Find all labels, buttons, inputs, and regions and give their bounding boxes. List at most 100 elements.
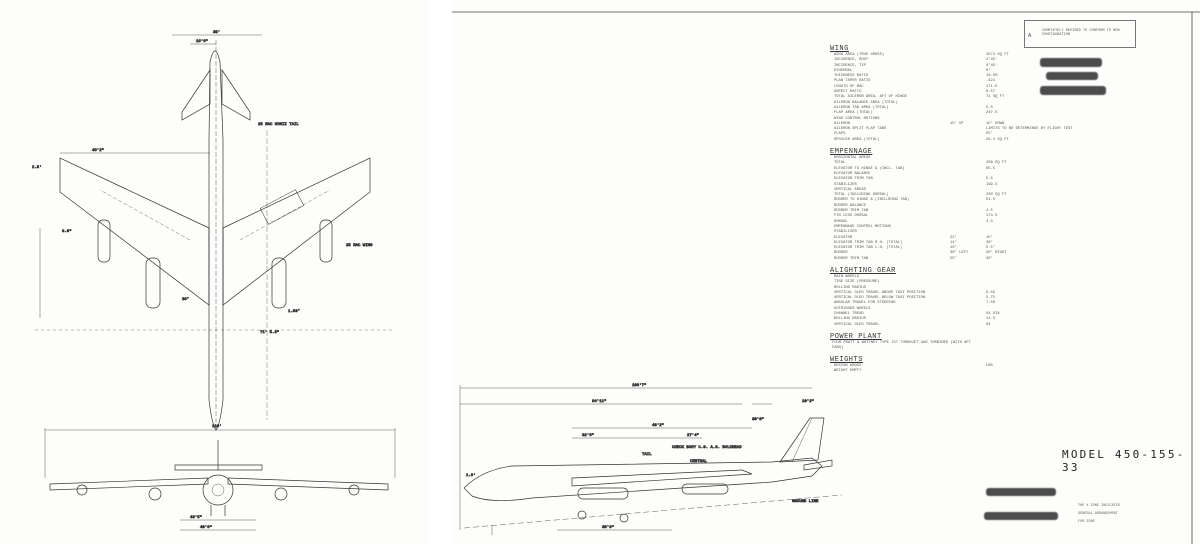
spec-mid: 14° (950, 240, 957, 245)
spec-value: 8.57 (986, 90, 996, 95)
spec-value: 28.4 SQ FT (986, 137, 1009, 142)
spec-value: 65.5 (986, 166, 996, 171)
spec-mid: 55° (950, 256, 957, 261)
spec-label: FIN LESS DORSAL (834, 214, 869, 219)
spec-label: AILERON BALANCE AREA (TOTAL) (834, 100, 898, 105)
spec-row: VERTICAL OLEO TRAVEL BELOW TAXI POSITION… (830, 296, 1030, 301)
horizontal-tail (181, 68, 251, 121)
spec-row: EMPENNAGE CONTROL MOTIONS (830, 225, 1030, 230)
spec-mid: 30° LEFT (950, 251, 969, 256)
spec-value: 2°45' (986, 58, 998, 63)
spec-label: TOTAL (INCLUDING DORSAL) (834, 193, 889, 198)
spec-value: 7.50 (986, 301, 996, 306)
sheet-border (452, 11, 1200, 544)
spec-value: LBS (986, 363, 993, 368)
spec-value: 1572 SQ FT (986, 53, 1009, 57)
side-dim: 35'9" (602, 525, 614, 530)
spec-label: TOTAL AILERON AREA, AFT OF HINGE (834, 95, 907, 100)
spec-value: LIMITS TO BE DETERMINED BY FLIGHT TEST (986, 127, 1073, 132)
spec-row: PLAN TAPER RATIO.421 (830, 79, 1030, 84)
side-view-engine (577, 487, 629, 500)
front-view-engine (76, 484, 88, 496)
dim-label: 16'6" (196, 39, 208, 44)
spec-value: 10.5% (986, 74, 998, 79)
spec-value: 55° (986, 132, 993, 137)
side-view-fuselage (463, 457, 823, 501)
spec-row: RUDDER TO HINGE & (INCLUDING TAB)51.5 (830, 198, 1030, 203)
front-view-engine (148, 487, 162, 501)
spec-label: VERTICAL AREAS (834, 187, 866, 192)
spec-label: HORIZONTAL AREAS (834, 156, 871, 161)
side-dim: 1.9' (466, 473, 476, 478)
spec-mid: 10° (950, 246, 957, 251)
spec-label: WEIGHT EMPTY (834, 369, 862, 374)
side-dim: 10'2" (802, 399, 814, 404)
spec-label: ROLLING RADIUS (834, 317, 866, 322)
side-label: GROUND LINE (792, 500, 819, 504)
front-view-fuselage (202, 474, 234, 506)
spec-label: INCIDENCE, ROOT (834, 58, 869, 63)
spec-row: ROLLING RADIUS (830, 286, 1030, 291)
dim-label: 46'2" (92, 148, 104, 153)
spec-row: WEIGHT EMPTY (830, 369, 1030, 374)
section-empennage: EMPENNAGE (830, 148, 873, 157)
side-dim: 94'11" (592, 399, 606, 404)
spec-row: ELEVATOR TRIM TAB L.H. (TOTAL)10°5.5° (830, 246, 1030, 251)
model-number: MODEL 450-155-33 (1062, 448, 1186, 474)
spec-label: AILERON TAB AREA (TOTAL) (834, 105, 889, 110)
spec-value: 199.5 (986, 182, 998, 187)
dim-label: 3.0" (62, 229, 72, 234)
spec-value: 5.75 (986, 296, 996, 301)
spec-value: 268 SQ FT (986, 161, 1007, 166)
dim-label: 1.50° (288, 309, 300, 314)
spec-row: OUTRIGGER WHEELS (830, 307, 1030, 312)
revision-letter: A (1028, 33, 1032, 39)
spec-label: STABILIZER (834, 182, 857, 187)
footnote: FOR ZONE (1078, 520, 1095, 524)
spec-label: EMPENNAGE CONTROL MOTIONS (834, 224, 891, 229)
nose-gear (577, 510, 587, 520)
spec-label: ANGULAR TRAVEL FOR STEERING (834, 301, 896, 306)
spec-row: WING AREA (TRUE GROSS)1572 SQ FT (830, 53, 1030, 58)
spec-value: 171.5 (986, 84, 998, 89)
spec-label: RUDDER TRIM TAB (834, 209, 869, 214)
left-wing (59, 157, 210, 306)
side-dim: 48'2" (652, 423, 664, 428)
side-dim: 32'6" (582, 433, 594, 438)
spec-row: SPOILER AREA (TOTAL)28.4 SQ FT (830, 138, 1030, 143)
spec-label: FLAP AREA (TOTAL) (834, 111, 873, 116)
spec-label: RUDDER (834, 251, 848, 256)
spec-label: ELEVATOR TRIM TAB L.H. (TOTAL) (834, 246, 903, 251)
spec-label: RUDDER TRIM TAB (834, 256, 869, 261)
spec-value: 30° (986, 240, 993, 245)
spec-value: 71 SQ FT (986, 95, 1005, 100)
spec-value: 0° (986, 68, 991, 73)
spec-label: MAIN WHEELS (834, 274, 860, 279)
dim-label: 25 MAC HORIZ TAIL (258, 123, 299, 127)
spec-label: ELEVATOR TRIM TAB (834, 177, 873, 182)
spec-row: RUDDER BALANCE (830, 204, 1030, 209)
spec-value: 5.0 (986, 105, 993, 110)
spec-row: ELEVATOR TRIM TAB R.H. (TOTAL)14°30° (830, 241, 1030, 246)
side-label: TAIL (642, 453, 652, 457)
spec-value: 4.0 (986, 219, 993, 224)
side-dim: 27'4" (687, 433, 699, 438)
